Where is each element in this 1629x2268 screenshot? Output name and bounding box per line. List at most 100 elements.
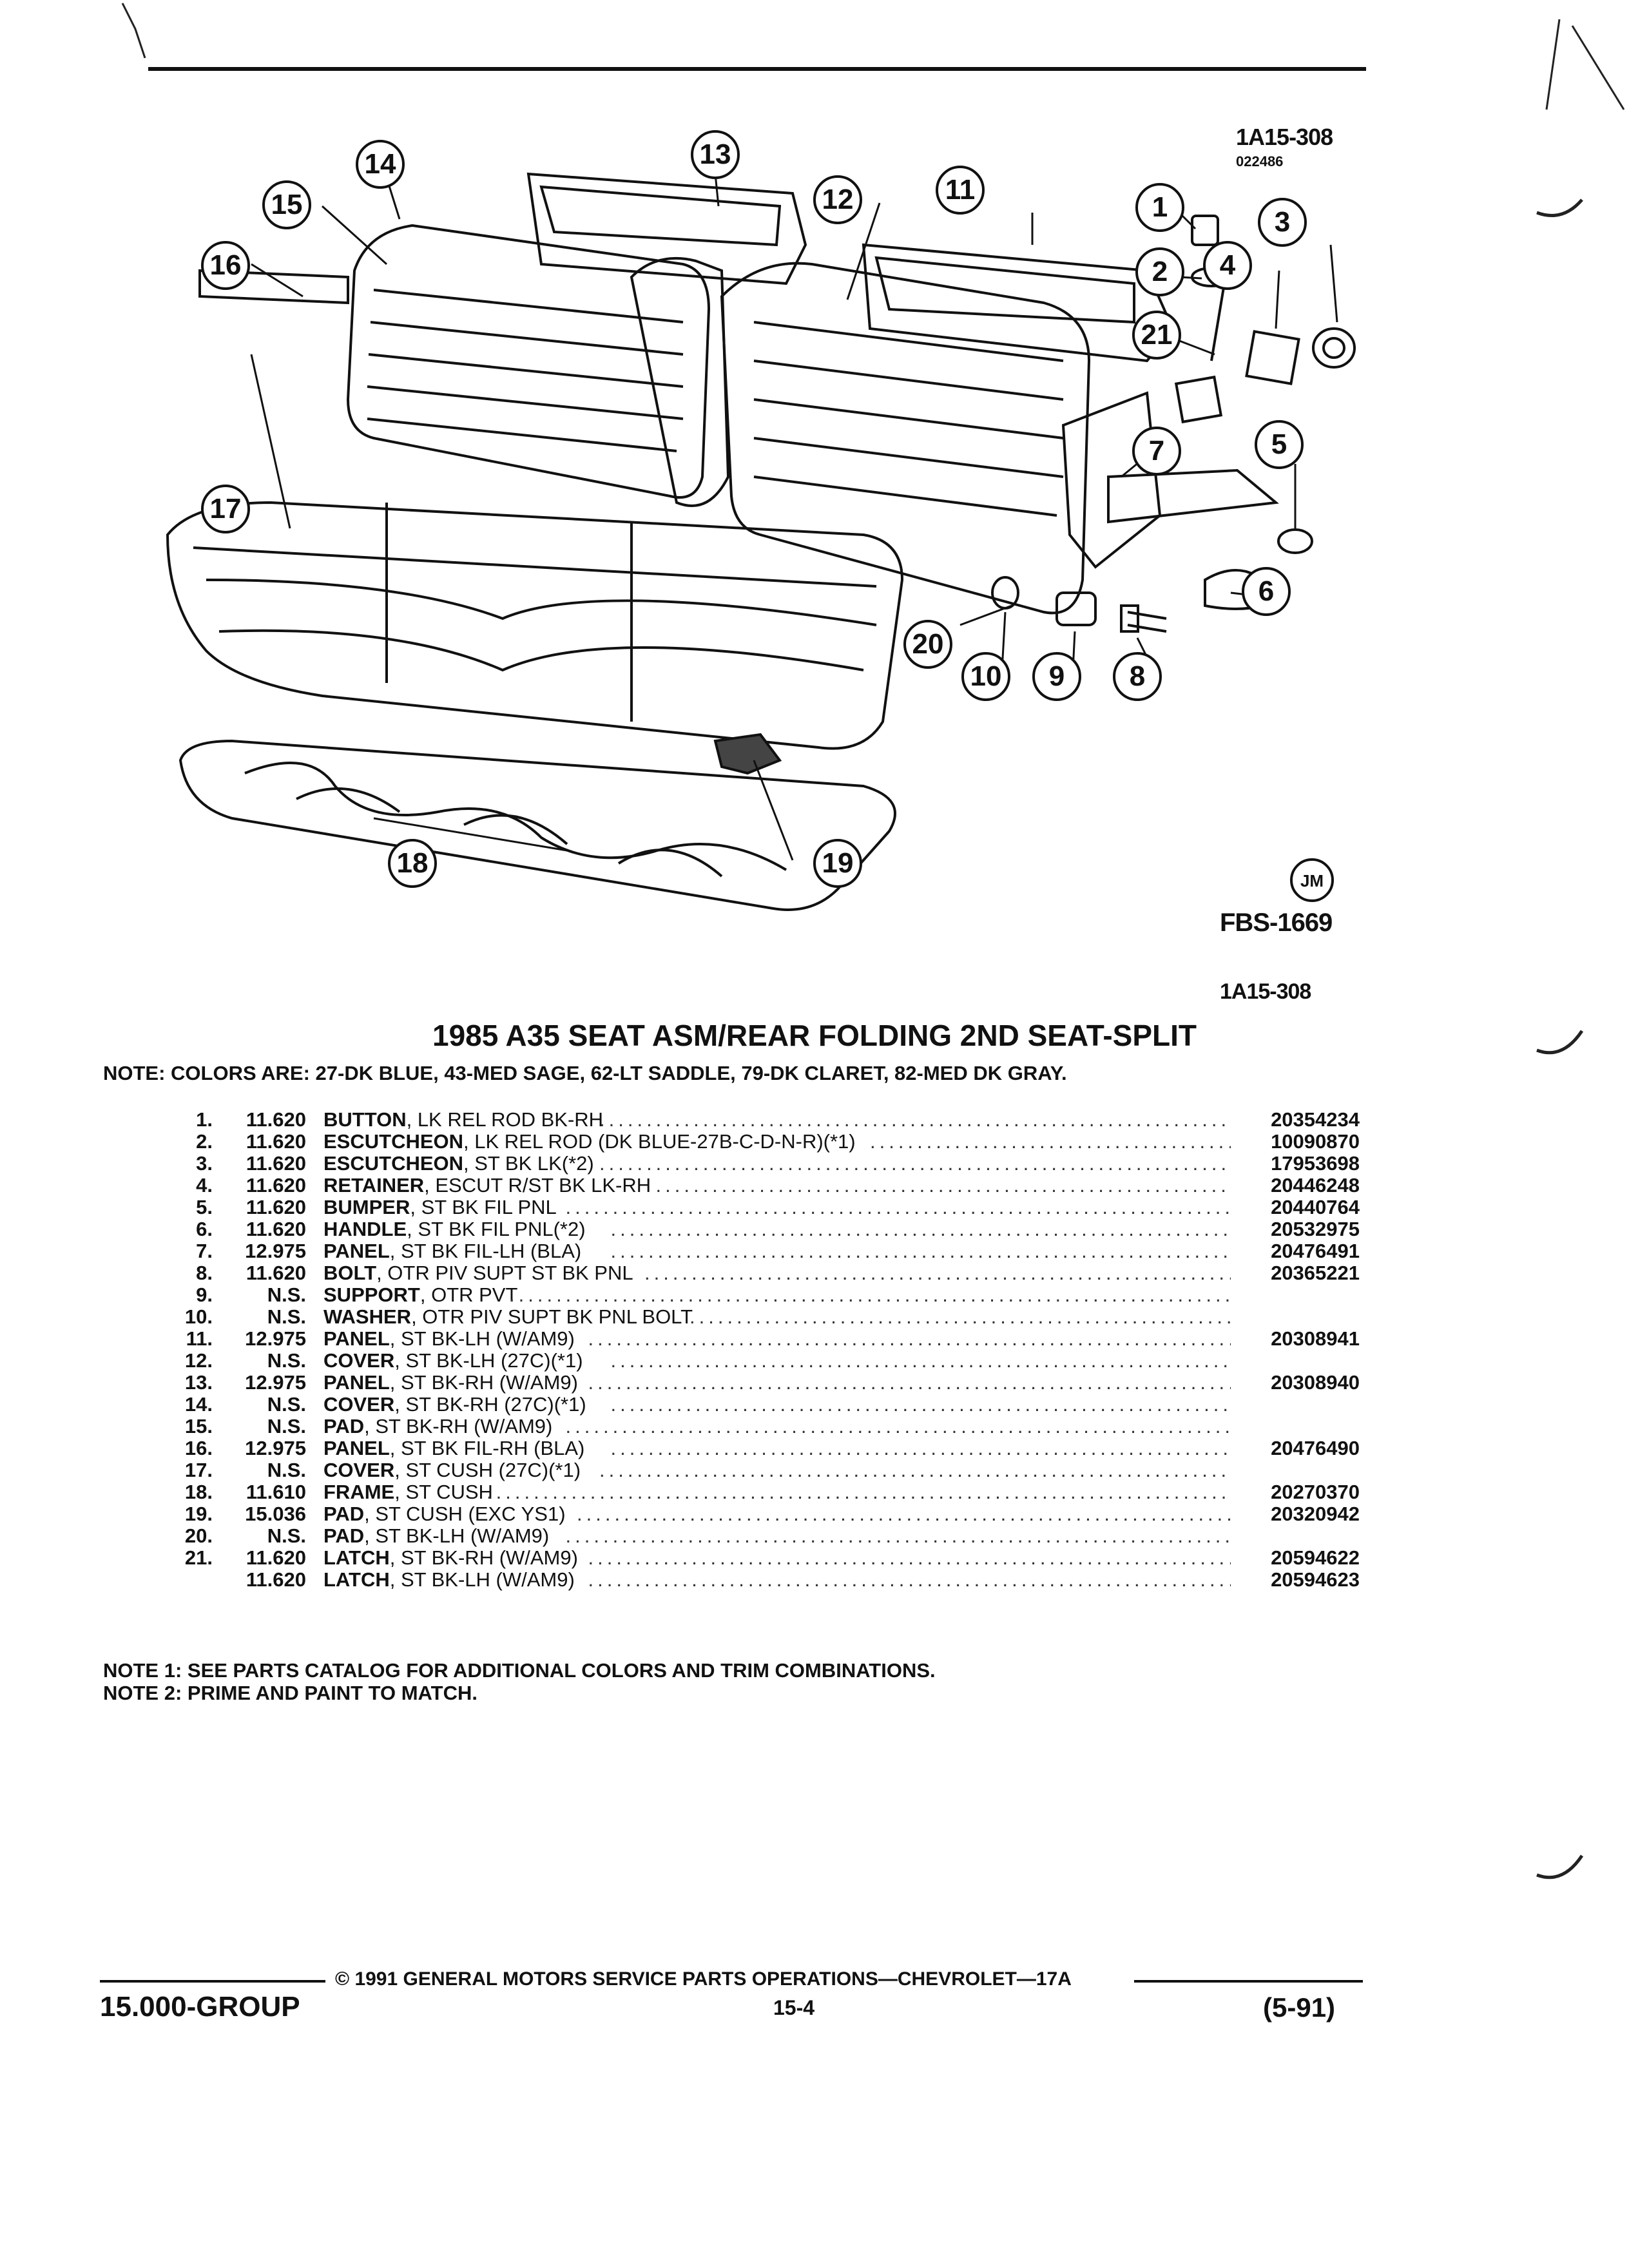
part-name-cell: HANDLE, ST BK FIL PNL(*2)	[323, 1218, 586, 1241]
leader-dots: ........................................…	[577, 1503, 1231, 1525]
part-description: , ST BK-LH (27C)(*1)	[394, 1349, 583, 1372]
part-catalog-number: 20594623	[1271, 1568, 1360, 1591]
part-name: BUMPER	[323, 1196, 410, 1218]
part-catalog-number: 20270370	[1271, 1481, 1360, 1503]
part-name: ESCUTCHEON	[323, 1130, 464, 1153]
part-name: COVER	[323, 1349, 395, 1372]
callout-10: 10	[961, 652, 1010, 701]
parts-list: 1. 11.620 BUTTON, LK REL ROD BK-RH........…	[148, 1108, 1373, 1591]
leader-dots: ........................................…	[588, 1371, 1231, 1394]
part-group: 11.610	[246, 1481, 306, 1503]
part-group: 12.975	[245, 1240, 306, 1262]
part-name-cell: COVER, ST BK-LH (27C)(*1)	[323, 1349, 583, 1372]
part-number: 1.	[196, 1108, 213, 1131]
part-catalog-number: 20308940	[1271, 1371, 1360, 1394]
part-description: , ST CUSH (27C)(*1)	[394, 1459, 581, 1481]
part-description: , ST BK-LH (W/AM9)	[389, 1327, 575, 1350]
callout-8: 8	[1113, 652, 1162, 701]
part-name: PAD	[323, 1503, 365, 1525]
part-description: , OTR PIV SUPT BK PNL BOLT	[411, 1305, 693, 1328]
part-group: 11.620	[246, 1130, 306, 1153]
part-catalog-number: 20308941	[1271, 1327, 1360, 1350]
part-description: , ST BK-RH (W/AM9)	[389, 1546, 578, 1569]
part-group: 11.620	[246, 1108, 306, 1131]
part-name-cell: BUTTON, LK REL ROD BK-RH	[323, 1108, 603, 1131]
part-name-cell: SUPPORT, OTR PVT	[323, 1283, 517, 1307]
leader-dots: ........................................…	[599, 1152, 1231, 1175]
leader-dots: ........................................…	[509, 1283, 1231, 1306]
leader-dots: ........................................…	[565, 1196, 1231, 1218]
leader-dots: ........................................…	[644, 1262, 1231, 1284]
leader-dots: ........................................…	[610, 1349, 1231, 1372]
part-group: 11.620	[246, 1546, 306, 1569]
callout-3: 3	[1258, 198, 1307, 247]
callout-20: 20	[903, 620, 952, 669]
part-name: PAD	[323, 1524, 365, 1547]
part-catalog-number: 20476491	[1271, 1240, 1360, 1262]
part-name-cell: PANEL, ST BK FIL-RH (BLA)	[323, 1437, 584, 1460]
part-catalog-number: 10090870	[1271, 1130, 1360, 1153]
part-name-cell: BOLT, OTR PIV SUPT ST BK PNL	[323, 1262, 633, 1285]
part-row: 20.N.S.PAD, ST BK-LH (W/AM9)............…	[148, 1524, 1373, 1547]
part-name-cell: WASHER, OTR PIV SUPT BK PNL BOLT	[323, 1305, 693, 1329]
part-group: 11.620	[246, 1152, 306, 1175]
part-description: , ST BK FIL-LH (BLA)	[389, 1240, 582, 1262]
leader-dots: ........................................…	[487, 1481, 1231, 1503]
scan-corner-mark-top-right	[1545, 19, 1625, 110]
part-name: COVER	[323, 1393, 395, 1416]
leader-dots: ........................................…	[689, 1305, 1231, 1328]
part-name: COVER	[323, 1459, 395, 1481]
part-group: N.S.	[267, 1459, 306, 1481]
part-description: , LK REL ROD (DK BLUE-27B-C-D-N-R)(*1)	[463, 1130, 856, 1153]
part-group: N.S.	[267, 1393, 306, 1416]
part-description: , ST BK-RH (27C)(*1)	[394, 1393, 586, 1416]
callout-9: 9	[1032, 652, 1081, 701]
callout-12: 12	[813, 175, 862, 224]
part-description: , ST BK LK(*2)	[463, 1152, 594, 1175]
figure-code: FBS-1669	[1220, 908, 1333, 937]
figure-id-bottom: 1A15-308	[1220, 979, 1311, 1004]
part-number: 13.	[184, 1371, 213, 1394]
part-catalog-number: 20476490	[1271, 1437, 1360, 1459]
top-rule	[148, 67, 1366, 71]
leader-dots: ........................................…	[655, 1174, 1231, 1196]
part-description: , ESCUT R/ST BK LK-RH	[424, 1174, 651, 1196]
part-catalog-number: 20354234	[1271, 1108, 1360, 1131]
part-description: , OTR PVT	[419, 1283, 518, 1306]
part-name-cell: PANEL, ST BK FIL-LH (BLA)	[323, 1240, 581, 1263]
part-description: , ST BK FIL PNL(*2)	[407, 1218, 586, 1240]
colors-note: NOTE: COLORS ARE: 27-DK BLUE, 43-MED SAG…	[103, 1062, 1067, 1084]
part-number: 19.	[184, 1503, 213, 1525]
part-row: 14.N.S.COVER, ST BK-RH (27C)(*1)........…	[148, 1393, 1373, 1416]
part-description: , ST BK-LH (W/AM9)	[364, 1524, 550, 1547]
part-number: 8.	[196, 1262, 213, 1284]
callout-18: 18	[388, 839, 437, 888]
part-name: PANEL	[323, 1240, 390, 1262]
part-group: 11.620	[246, 1196, 306, 1218]
part-number: 2.	[196, 1130, 213, 1153]
part-group: 11.620	[246, 1218, 306, 1240]
part-number: 20.	[184, 1524, 213, 1547]
part-name: PANEL	[323, 1327, 390, 1350]
part-description: , ST BK FIL-RH (BLA)	[389, 1437, 585, 1459]
part-number: 3.	[196, 1152, 213, 1175]
part-name: PANEL	[323, 1437, 390, 1459]
callout-16: 16	[201, 241, 250, 290]
part-name: HANDLE	[323, 1218, 407, 1240]
callout-11: 11	[936, 166, 985, 215]
jm-logo: JM	[1290, 858, 1334, 902]
footer-page-number: 15-4	[773, 1996, 815, 2019]
part-name-cell: COVER, ST CUSH (27C)(*1)	[323, 1459, 581, 1482]
leader-dots: ........................................…	[588, 1327, 1231, 1350]
part-description: , ST BK-LH (W/AM9)	[389, 1568, 575, 1591]
part-description: , ST BK-RH (W/AM9)	[389, 1371, 578, 1394]
